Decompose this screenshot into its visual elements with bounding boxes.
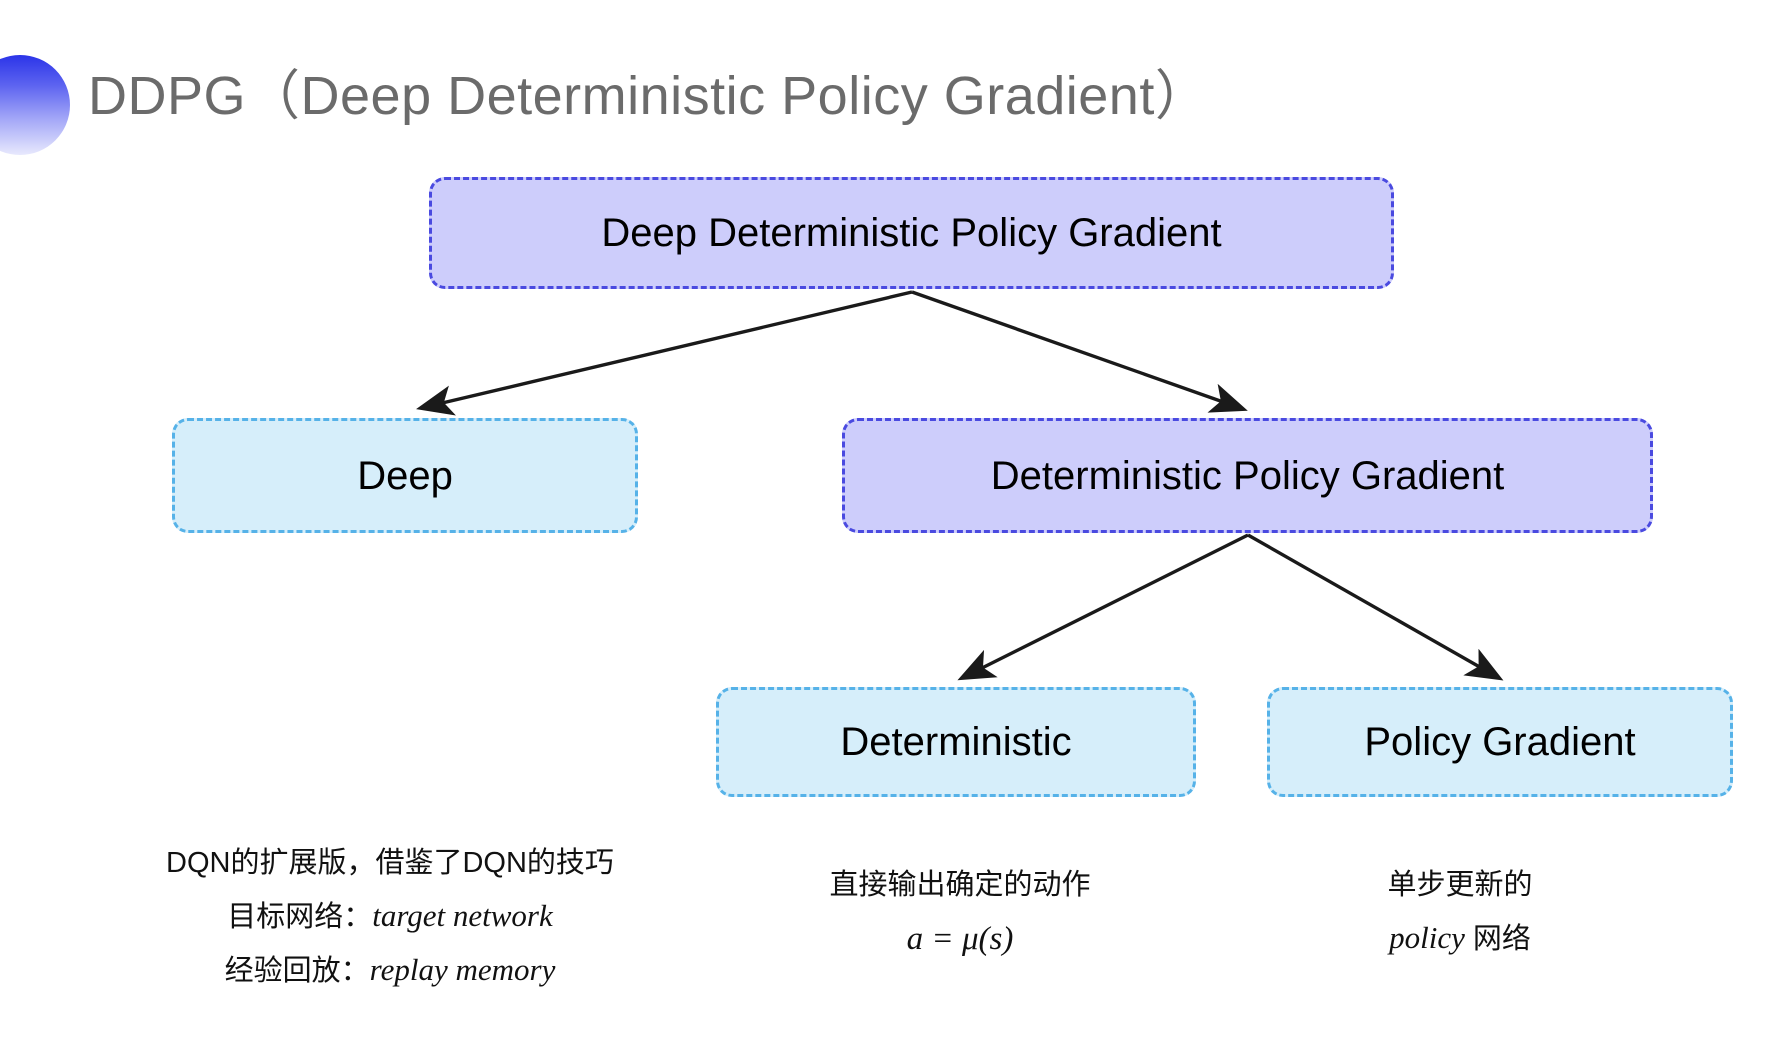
caption-policy-gradient-suffix: 网络	[1464, 922, 1531, 955]
node-deterministic-label: Deterministic	[840, 720, 1072, 764]
node-deterministic[interactable]: Deterministic	[716, 687, 1196, 797]
arrow-root-to-deep	[416, 290, 913, 416]
node-policy-gradient-label: Policy Gradient	[1364, 720, 1636, 764]
caption-deep-line2: 目标网络：target network	[120, 889, 660, 943]
arrow-dpg-to-policy-gradient	[1247, 533, 1504, 681]
caption-policy-gradient-line2: policy 网络	[1305, 911, 1615, 965]
page-title: DDPG（Deep Deterministic Policy Gradient）	[88, 66, 1210, 126]
title-bullet-circle-icon	[0, 55, 70, 155]
caption-deep-line2-term: target network	[372, 897, 553, 933]
caption-policy-gradient: 单步更新的 policy 网络	[1305, 860, 1615, 965]
caption-deep: DQN的扩展版，借鉴了DQN的技巧 目标网络：target network 经验…	[120, 838, 660, 997]
caption-deep-line2-label: 目标网络：	[227, 900, 373, 933]
caption-deep-line3: 经验回放：replay memory	[120, 943, 660, 997]
arrow-root-to-dpg	[911, 290, 1248, 413]
caption-policy-gradient-line1: 单步更新的	[1387, 869, 1533, 901]
node-deep-label: Deep	[357, 453, 453, 498]
node-deterministic-policy-gradient[interactable]: Deterministic Policy Gradient	[842, 418, 1653, 533]
node-deep[interactable]: Deep	[172, 418, 638, 533]
caption-deep-line3-term: replay memory	[369, 952, 556, 987]
node-deep-deterministic-policy-gradient[interactable]: Deep Deterministic Policy Gradient	[429, 177, 1394, 289]
node-policy-gradient[interactable]: Policy Gradient	[1267, 687, 1733, 797]
arrow-dpg-to-deterministic	[957, 533, 1249, 681]
node-dpg-label: Deterministic Policy Gradient	[990, 453, 1505, 498]
caption-deterministic-formula: a = μ(s)	[906, 920, 1014, 957]
node-root-label: Deep Deterministic Policy Gradient	[601, 211, 1222, 255]
caption-deep-line3-label: 经验回放：	[224, 955, 370, 987]
caption-policy-gradient-term: policy	[1389, 919, 1465, 955]
caption-deep-line1: DQN的扩展版，借鉴了DQN的技巧	[166, 847, 614, 879]
caption-deterministic: 直接输出确定的动作 a = μ(s)	[780, 860, 1140, 969]
caption-deterministic-line1: 直接输出确定的动作	[829, 869, 1091, 901]
